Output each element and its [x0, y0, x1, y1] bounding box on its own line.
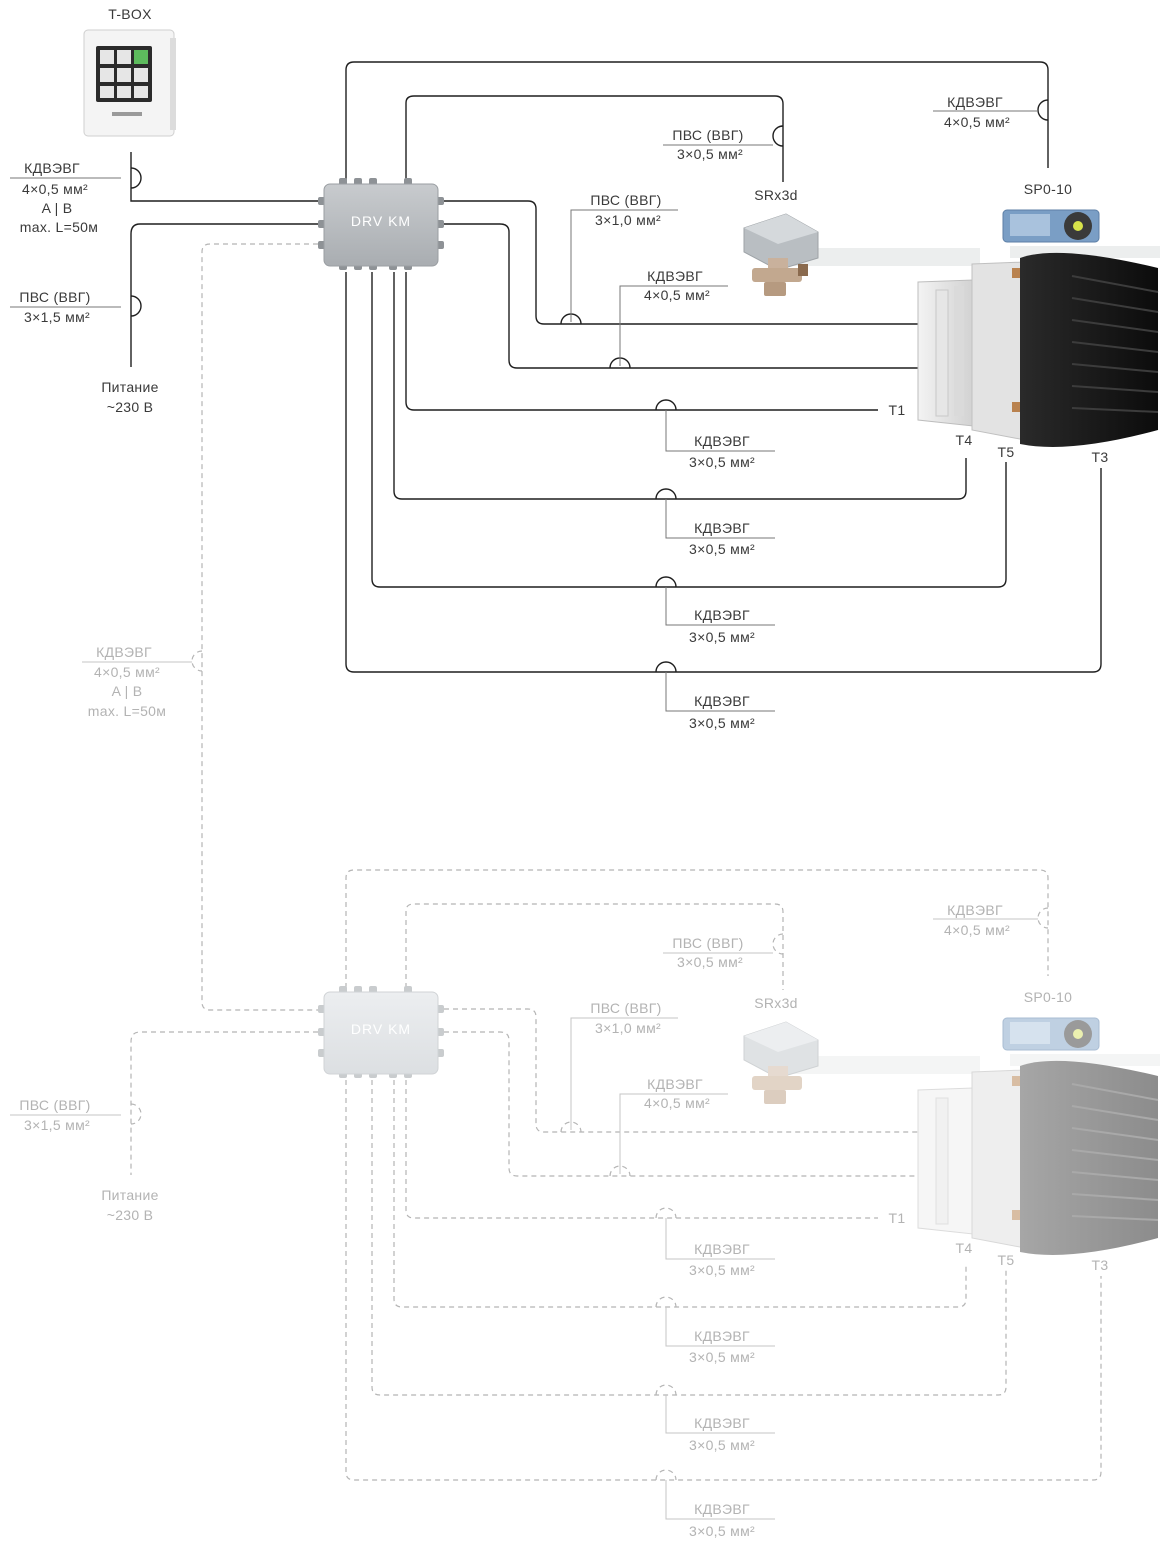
cable-ctrl-spec: 4×0,5 мм² — [644, 287, 710, 303]
left-cable-1-line3: A | B — [42, 200, 73, 216]
srx3d-label-lower: SRx3d — [754, 995, 798, 1011]
drv-km-box: DRV KM — [318, 178, 444, 270]
link-cable-type: КДВЭВГ — [96, 644, 152, 660]
tbox-title: T-BOX — [108, 6, 152, 22]
drv-km-label-lower: DRV KM — [351, 1021, 411, 1037]
sensor-t3-label-lower: T3 — [1092, 1257, 1109, 1273]
sensor-t4-label-lower: T4 — [956, 1240, 973, 1256]
sp0-10-label: SP0-10 — [1024, 181, 1073, 197]
power-line-2: ~230 В — [107, 399, 154, 415]
link-cable: КДВЭВГ 4×0,5 мм² A | B max. L=50м — [82, 243, 318, 1011]
cable-t4-type: КДВЭВГ — [694, 520, 750, 536]
cable-sp-type-lower: КДВЭВГ — [947, 902, 1003, 918]
tbox-controller: T-BOX — [83, 6, 176, 137]
link-cable-line4: max. L=50м — [88, 703, 166, 719]
cable-sp-type: КДВЭВГ — [947, 94, 1003, 110]
sensor-t3-label: T3 — [1092, 449, 1109, 465]
left-cable-1-line4: max. L=50м — [20, 219, 98, 235]
cable-t4-type-lower: КДВЭВГ — [694, 1328, 750, 1344]
srx3d-label: SRx3d — [754, 187, 798, 203]
cable-t5-spec: 3×0,5 мм² — [689, 629, 755, 645]
heater-unit-lower — [917, 1060, 1159, 1255]
cable-srx-spec: 3×0,5 мм² — [677, 146, 743, 162]
left-cable-2-spec: 3×1,5 мм² — [24, 309, 90, 325]
cable-t3-spec: 3×0,5 мм² — [689, 715, 755, 731]
sp0-10-actuator: SP0-10 — [1002, 181, 1160, 258]
sensor-t1-label-lower: T1 — [889, 1210, 906, 1226]
left-cable-1-type: КДВЭВГ — [24, 160, 80, 176]
cable-fan-spec-lower: 3×1,0 мм² — [595, 1020, 661, 1036]
cable-t5-type-lower: КДВЭВГ — [694, 1415, 750, 1431]
upper-system: DRV KM SRx3d SP0-10 — [10, 61, 1160, 731]
cable-t4-spec: 3×0,5 мм² — [689, 541, 755, 557]
cable-srx-spec-lower: 3×0,5 мм² — [677, 954, 743, 970]
cable-t3-type: КДВЭВГ — [694, 693, 750, 709]
cable-ctrl-type-lower: КДВЭВГ — [647, 1076, 703, 1092]
cable-t5-spec-lower: 3×0,5 мм² — [689, 1437, 755, 1453]
link-cable-spec: 4×0,5 мм² — [94, 664, 160, 680]
lower-system: DRV KM SRx3d SP0-10 — [10, 869, 1160, 1539]
power-line-1: Питание — [101, 379, 158, 395]
sensor-t5-label: T5 — [998, 444, 1015, 460]
sensor-t4-label: T4 — [956, 432, 973, 448]
cable-srx-type: ПВС (ВВГ) — [672, 127, 743, 143]
left-cable-2-type-lower: ПВС (ВВГ) — [19, 1097, 90, 1113]
cable-t3-spec-lower: 3×0,5 мм² — [689, 1523, 755, 1539]
cable-t5-type: КДВЭВГ — [694, 607, 750, 623]
sp0-10-label-lower: SP0-10 — [1024, 989, 1073, 1005]
srx3d-valve: SRx3d — [743, 187, 980, 296]
cable-ctrl-type: КДВЭВГ — [647, 268, 703, 284]
cable-fan-spec: 3×1,0 мм² — [595, 212, 661, 228]
sensor-t5-label-lower: T5 — [998, 1252, 1015, 1268]
left-cable-2-spec-lower: 3×1,5 мм² — [24, 1117, 90, 1133]
left-cable-2-type: ПВС (ВВГ) — [19, 289, 90, 305]
cable-t1-spec: 3×0,5 мм² — [689, 454, 755, 470]
sensor-t1-label: T1 — [889, 402, 906, 418]
drv-km-label: DRV KM — [351, 213, 411, 229]
cable-t4-spec-lower: 3×0,5 мм² — [689, 1349, 755, 1365]
link-cable-line3: A | B — [112, 683, 143, 699]
drv-km-box-lower: DRV KM — [318, 986, 444, 1078]
cable-t1-type: КДВЭВГ — [694, 433, 750, 449]
srx3d-valve-lower: SRx3d — [743, 995, 980, 1104]
cable-fan-type-lower: ПВС (ВВГ) — [590, 1000, 661, 1016]
cable-ctrl-spec-lower: 4×0,5 мм² — [644, 1095, 710, 1111]
cable-t1-spec-lower: 3×0,5 мм² — [689, 1262, 755, 1278]
left-cable-1-spec: 4×0,5 мм² — [22, 181, 88, 197]
cable-srx-type-lower: ПВС (ВВГ) — [672, 935, 743, 951]
cable-fan-type: ПВС (ВВГ) — [590, 192, 661, 208]
cable-sp-spec: 4×0,5 мм² — [944, 114, 1010, 130]
cable-sp-spec-lower: 4×0,5 мм² — [944, 922, 1010, 938]
heater-unit — [917, 252, 1159, 447]
power-line-2-lower: ~230 В — [107, 1207, 154, 1223]
sp0-10-actuator-lower: SP0-10 — [1002, 989, 1160, 1066]
power-line-1-lower: Питание — [101, 1187, 158, 1203]
cable-t1-type-lower: КДВЭВГ — [694, 1241, 750, 1257]
cable-t3-type-lower: КДВЭВГ — [694, 1501, 750, 1517]
